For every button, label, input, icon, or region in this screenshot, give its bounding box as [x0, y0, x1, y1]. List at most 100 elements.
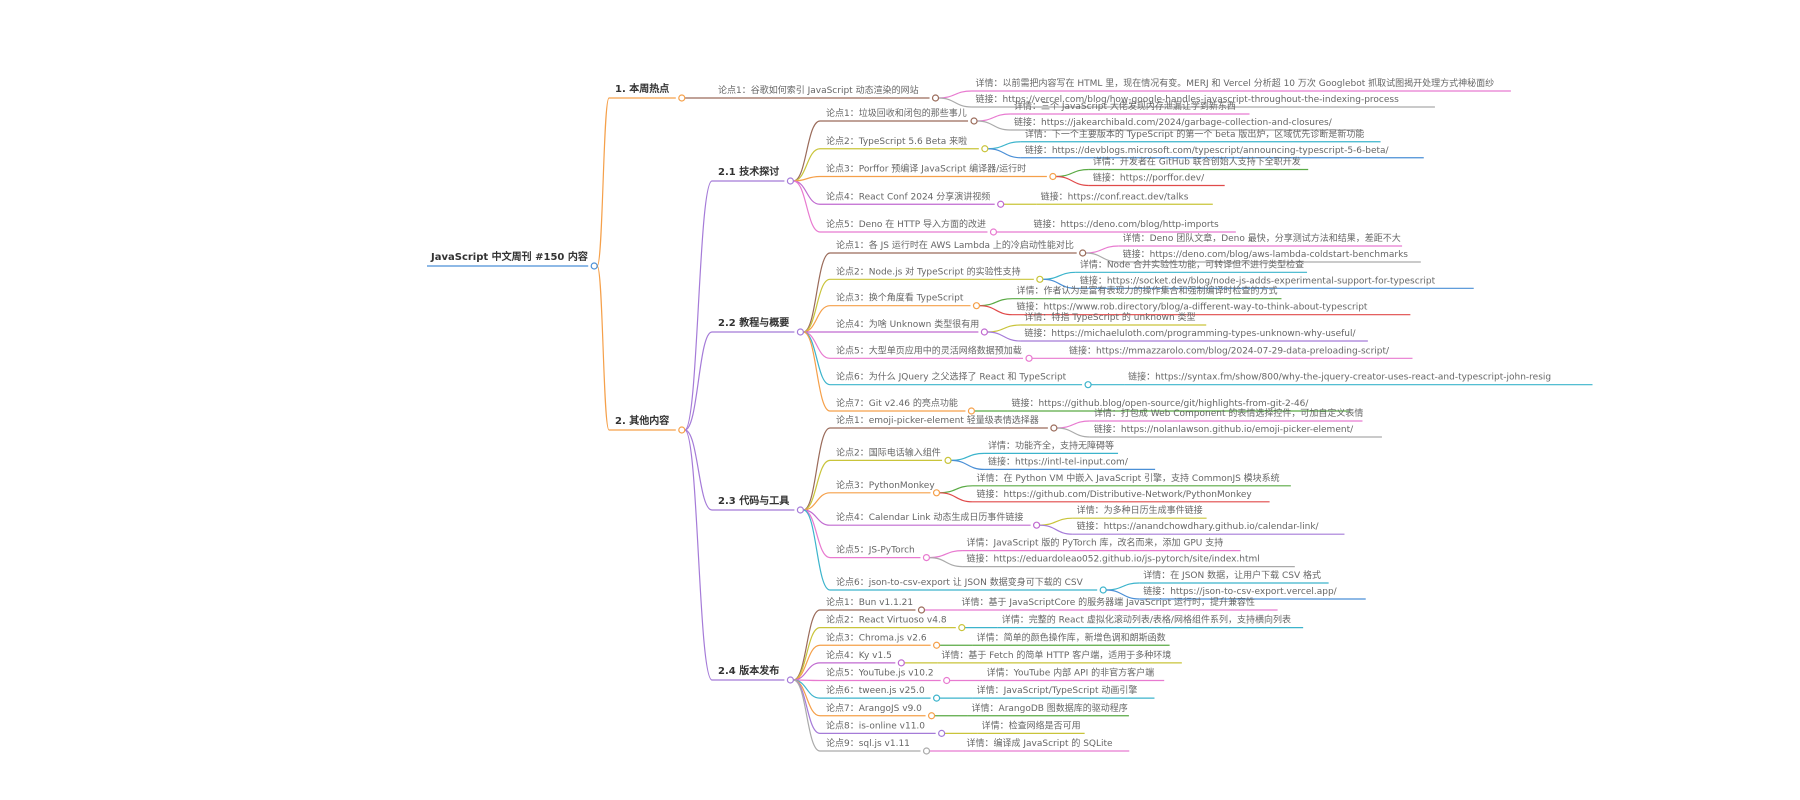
leaf-connector	[938, 90, 972, 99]
point-handle[interactable]	[931, 94, 940, 102]
point-handle[interactable]	[1032, 521, 1041, 529]
leaf-connector	[951, 452, 985, 461]
point-connector	[793, 180, 821, 205]
leaf-connector	[1106, 582, 1140, 591]
leaf-connector	[1042, 271, 1076, 280]
point-handle[interactable]	[967, 407, 976, 415]
point-connector	[803, 492, 831, 511]
link-leaf: 链接：https://conf.react.dev/talks	[1041, 190, 1189, 202]
point-handle[interactable]	[932, 489, 941, 497]
point-handle[interactable]	[970, 117, 978, 125]
detail-leaf: 详情：检查网络是否可用	[982, 719, 1081, 731]
detail-leaf: 详情：在 Python VM 中嵌入 JavaScript 引擎，支持 Comm…	[977, 472, 1280, 484]
link-leaf: 链接：https://michaeluloth.com/programming-…	[1024, 327, 1356, 339]
link-leaf: 链接：https://devblogs.microsoft.com/typesc…	[1025, 144, 1390, 156]
detail-leaf: 详情：在 JSON 数据，让用户下载 CSV 格式	[1143, 569, 1321, 581]
point-label: 论点3：换个角度看 TypeScript	[836, 292, 964, 304]
leaf-connector	[1056, 427, 1090, 438]
subsection-label: 2.1 技术探讨	[718, 165, 779, 178]
point-label: 论点4：为啥 Unknown 类型很有用	[836, 318, 979, 330]
point-handle[interactable]	[1049, 172, 1057, 181]
point-handle[interactable]	[1079, 249, 1087, 257]
leaf-connector	[987, 331, 1021, 342]
point-handle[interactable]	[938, 729, 946, 737]
point-handle[interactable]	[1099, 586, 1107, 594]
point-handle[interactable]	[927, 712, 936, 720]
point-handle[interactable]	[943, 676, 951, 685]
point-label: 论点3：Chroma.js v2.6	[826, 631, 927, 643]
point-handle[interactable]	[997, 200, 1005, 208]
link-leaf: 链接：https://deno.com/blog/aws-lambda-cold…	[1123, 248, 1409, 260]
subsection-connector	[684, 180, 713, 431]
point-handle[interactable]	[932, 641, 941, 649]
detail-leaf: 详情：打包成 Web Component 的表情选择控件，可加自定义表情	[1094, 407, 1363, 419]
point-handle[interactable]	[972, 302, 981, 310]
point-label: 论点2：Node.js 对 TypeScript 的实验性支持	[836, 265, 1021, 277]
point-label: 论点1：垃圾回收和闭包的那些事儿	[826, 107, 967, 119]
subsection-connector	[684, 429, 713, 511]
point-handle[interactable]	[1050, 424, 1058, 432]
point-handle[interactable]	[917, 606, 926, 614]
point-label: 论点5：YouTube.js v10.2	[826, 667, 934, 679]
detail-leaf: 详情：三个 JavaScript 大佬发现内存泄漏让学到新东西	[1014, 100, 1236, 112]
point-label: 论点7：ArangoJS v9.0	[826, 702, 922, 714]
detail-leaf: 详情：为多种日历生成事件链接	[1077, 504, 1203, 516]
subsection-label: 2.2 教程与概要	[718, 316, 789, 329]
point-handle[interactable]	[1025, 354, 1033, 362]
leaf-connector	[979, 298, 1013, 307]
point-label: 论点4：Ky v1.5	[826, 649, 892, 661]
detail-leaf: 详情：JavaScript 版的 PyTorch 库，改名而来，添加 GPU 支…	[966, 537, 1223, 549]
point-connector	[803, 331, 831, 412]
point-connector	[803, 459, 831, 511]
root-node-handle[interactable]	[590, 262, 598, 270]
point-handle[interactable]	[958, 624, 966, 632]
point-label: 论点1：各 JS 运行时在 AWS Lambda 上的冷启动性能对比	[836, 239, 1074, 251]
point-connector	[803, 331, 831, 386]
point-connector	[803, 331, 831, 359]
leaf-connector	[1055, 168, 1089, 178]
point-connector	[803, 252, 831, 333]
point-handle[interactable]	[944, 456, 952, 464]
point-label: 论点7：Git v2.46 的亮点功能	[836, 397, 958, 409]
subsection-handle[interactable]	[786, 177, 795, 185]
subsection-connector	[684, 331, 713, 431]
link-leaf: 链接：https://syntax.fm/show/800/why-the-jq…	[1128, 371, 1551, 383]
link-leaf: 链接：https://github.com/Distributive-Netwo…	[977, 488, 1253, 500]
point-handle[interactable]	[1036, 275, 1044, 283]
point-handle[interactable]	[922, 747, 931, 755]
point-connector	[793, 609, 821, 681]
detail-leaf: 详情：特指 TypeScript 的 unknown 类型	[1024, 311, 1195, 323]
subsection-handle[interactable]	[796, 328, 805, 336]
point-handle[interactable]	[897, 659, 905, 667]
section-label: 1. 本周热点	[615, 82, 669, 95]
subsection-label: 2.3 代码与工具	[718, 494, 789, 507]
point-handle[interactable]	[989, 228, 998, 236]
detail-leaf: 详情：开发者在 GitHub 联合创始人支持下全职开发	[1093, 156, 1301, 168]
point-handle[interactable]	[980, 328, 989, 336]
link-leaf: 链接：https://www.rob.directory/blog/a-diff…	[1016, 301, 1367, 313]
subsection-handle[interactable]	[796, 506, 805, 514]
point-handle[interactable]	[922, 553, 931, 562]
point-label: 论点3：PythonMonkey	[836, 479, 935, 491]
link-leaf: 链接：https://mmazzarolo.com/blog/2024-07-2…	[1069, 344, 1390, 356]
section-connector	[596, 97, 610, 267]
section-handle[interactable]	[678, 94, 686, 102]
leaf-connector	[987, 148, 1021, 159]
leaf-connector	[1056, 420, 1090, 429]
leaf-connector	[1085, 245, 1119, 254]
leaf-connector	[951, 459, 985, 470]
point-handle[interactable]	[932, 694, 941, 702]
point-label: 论点6：json-to-csv-export 让 JSON 数据变身可下载的 C…	[836, 576, 1084, 588]
leaf-connector	[929, 550, 963, 559]
point-label: 论点3：Porffor 预编译 JavaScript 编译器/运行时	[826, 163, 1026, 175]
point-connector	[803, 509, 831, 591]
subsection-connector	[684, 429, 713, 681]
point-connector	[803, 427, 831, 511]
subsection-handle[interactable]	[786, 676, 795, 684]
point-handle[interactable]	[981, 145, 989, 153]
link-leaf: 链接：https://nolanlawson.github.io/emoji-p…	[1094, 423, 1354, 435]
point-handle[interactable]	[1084, 381, 1092, 389]
section-handle[interactable]	[678, 426, 686, 434]
leaf-connector	[929, 557, 963, 568]
